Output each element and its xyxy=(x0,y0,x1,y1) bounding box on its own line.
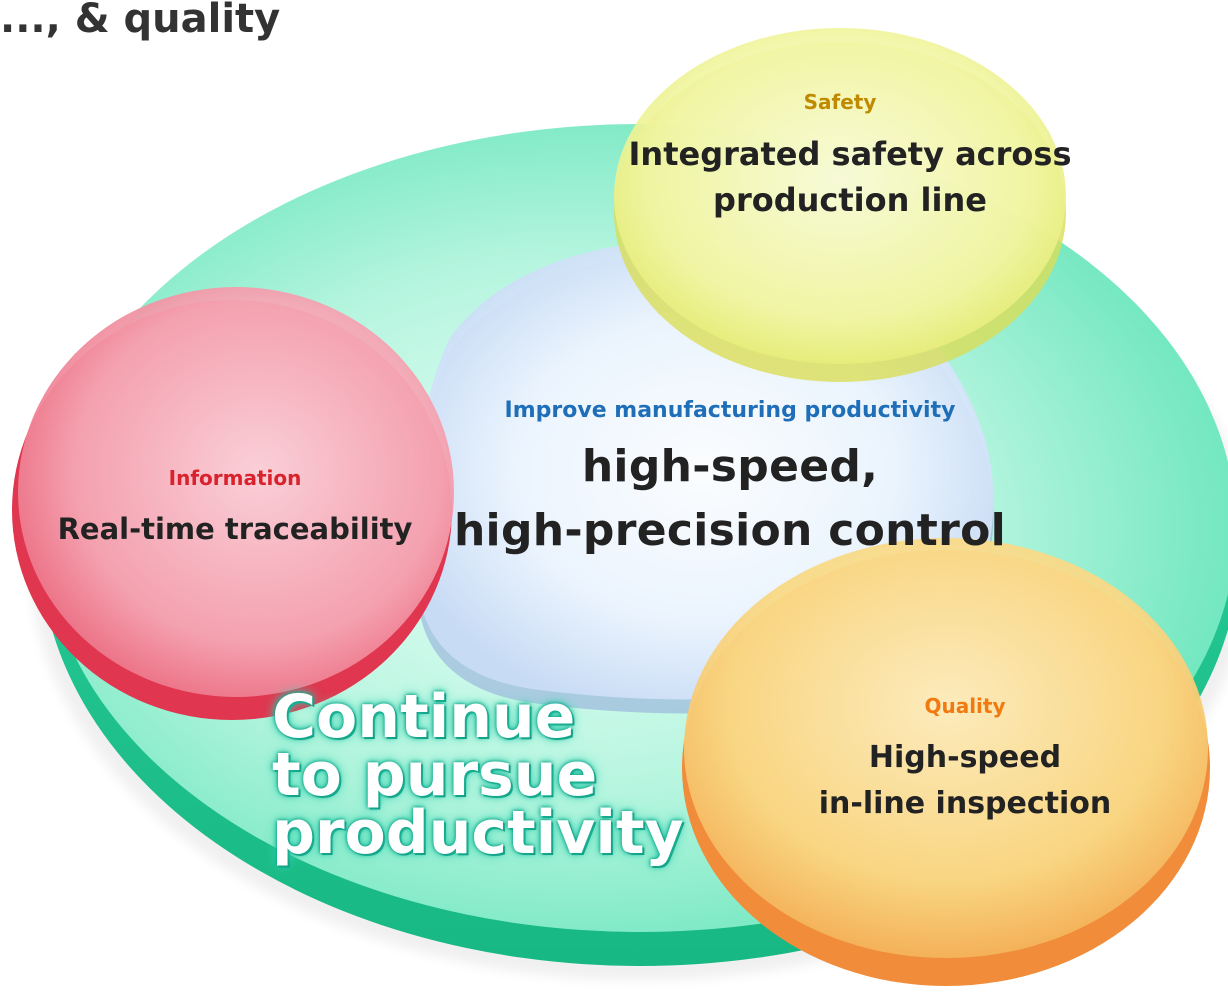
safety-title-line2: production line xyxy=(713,181,987,219)
slogan-line3: productivity xyxy=(272,798,684,868)
quality-disc xyxy=(682,538,1210,986)
center-title-line2: high-precision control xyxy=(453,505,1007,556)
quality-caption: Quality xyxy=(924,694,1006,718)
slogan-line1: Continue xyxy=(272,682,576,752)
center-caption: Improve manufacturing productivity xyxy=(504,398,956,423)
slogan: Continue to pursue productivity xyxy=(272,682,684,868)
safety-disc xyxy=(614,28,1066,382)
header-fragment: ..., & quality xyxy=(0,0,281,42)
information-caption: Information xyxy=(168,466,302,490)
information-title: Real-time traceability xyxy=(57,512,413,546)
information-disc xyxy=(12,287,454,720)
quality-title-line1: High-speed xyxy=(868,740,1062,775)
quality-title-line2: in-line inspection xyxy=(818,786,1112,821)
slogan-line2: to pursue xyxy=(272,740,598,810)
safety-caption: Safety xyxy=(803,90,877,114)
center-title-line1: high-speed, xyxy=(581,441,879,492)
safety-title-line1: Integrated safety across xyxy=(628,135,1072,173)
